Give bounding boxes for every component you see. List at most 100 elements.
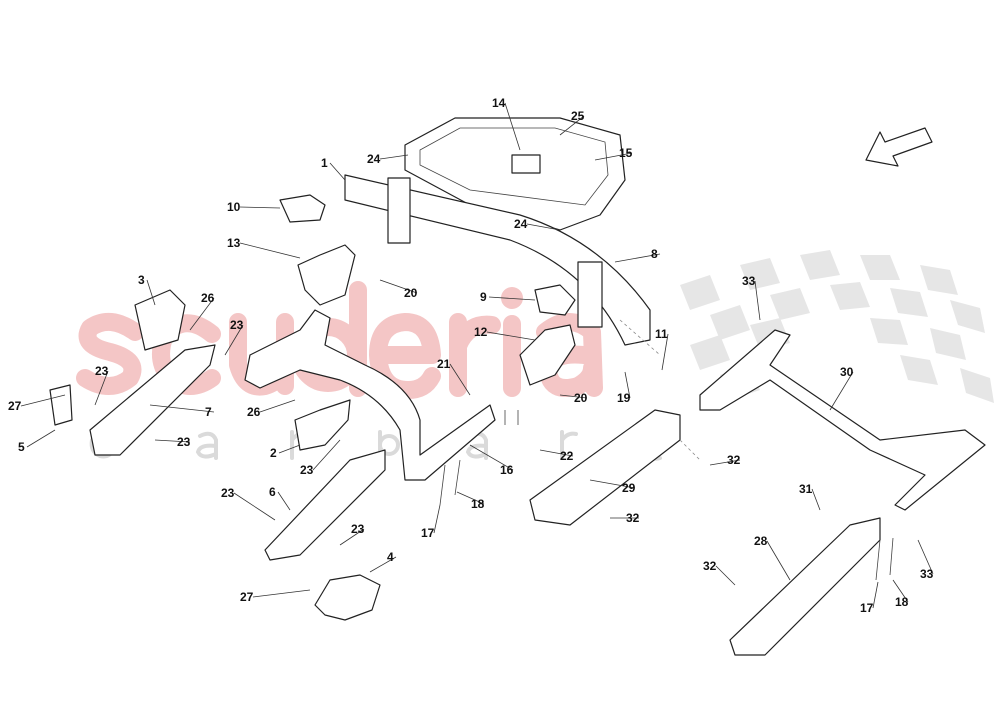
part-9-bracket xyxy=(534,284,576,316)
callout-label-23[interactable]: 23 xyxy=(221,486,235,500)
callout-leader-line xyxy=(624,371,631,399)
callout-label-2[interactable]: 2 xyxy=(270,446,277,460)
callout-leader-line xyxy=(252,589,311,598)
part-5-plate xyxy=(49,384,73,426)
callout-leader-line xyxy=(146,279,156,306)
callout-label-33[interactable]: 33 xyxy=(742,274,756,288)
part-4-bracket xyxy=(314,574,381,621)
callout-label-30[interactable]: 30 xyxy=(840,365,854,379)
callout-leader-line xyxy=(559,394,588,399)
callout-leader-line xyxy=(526,223,561,231)
callout-leader-line xyxy=(872,581,879,609)
callout-label-1[interactable]: 1 xyxy=(321,156,328,170)
callout-label-23[interactable]: 23 xyxy=(300,463,314,477)
callout-leader-line xyxy=(661,333,669,371)
callout-leader-line xyxy=(259,399,296,413)
callout-label-23[interactable]: 23 xyxy=(177,435,191,449)
part-15-rear-frame xyxy=(404,117,626,231)
callout-label-6[interactable]: 6 xyxy=(269,485,276,499)
callout-leader-line xyxy=(20,394,66,407)
callout-label-27[interactable]: 27 xyxy=(8,399,22,413)
callout-label-24[interactable]: 24 xyxy=(514,217,528,231)
part-1-crossbeam xyxy=(344,174,651,346)
part-28-rail xyxy=(729,517,881,656)
callout-leader-line xyxy=(239,242,301,259)
callout-leader-line xyxy=(715,565,736,586)
callout-label-5[interactable]: 5 xyxy=(18,440,25,454)
callout-label-11[interactable]: 11 xyxy=(655,327,668,341)
callout-leader-line xyxy=(594,152,633,161)
callout-leader-line xyxy=(339,528,365,546)
callout-label-26[interactable]: 26 xyxy=(247,405,261,419)
part-10-bracket xyxy=(279,194,326,223)
callout-label-4[interactable]: 4 xyxy=(387,550,394,564)
callout-leader-line xyxy=(369,556,397,573)
callouts: 1 10 13 3 26 23 23 7 27 5 23 26 2 23 6 23 23 4 27 14 25 15 24 2… xyxy=(8,96,934,615)
callout-leader-line xyxy=(379,279,418,294)
callout-label-29[interactable]: 29 xyxy=(622,481,636,495)
callout-label-15[interactable]: 15 xyxy=(619,146,633,160)
callout-label-20[interactable]: 20 xyxy=(404,286,418,300)
callout-leader-line xyxy=(277,491,291,511)
callout-label-28[interactable]: 28 xyxy=(754,534,768,548)
callout-label-20[interactable]: 20 xyxy=(574,391,588,405)
callout-label-10[interactable]: 10 xyxy=(227,200,241,214)
callout-leader-line xyxy=(486,331,536,341)
callout-label-8[interactable]: 8 xyxy=(651,247,658,261)
callout-leader-line xyxy=(766,540,791,581)
callout-label-18[interactable]: 18 xyxy=(895,595,909,609)
callout-label-12[interactable]: 12 xyxy=(474,325,488,339)
part-30-crossmember xyxy=(699,329,986,511)
callout-leader-line xyxy=(379,154,409,160)
callout-label-22[interactable]: 22 xyxy=(560,449,574,463)
callout-leader-line xyxy=(224,324,244,356)
callout-label-32[interactable]: 32 xyxy=(703,559,717,573)
callout-label-7[interactable]: 7 xyxy=(205,405,212,419)
part-12-bracket xyxy=(519,324,576,386)
callout-label-23[interactable]: 23 xyxy=(95,364,109,378)
watermark-brand-logo xyxy=(76,281,603,399)
callout-label-9[interactable]: 9 xyxy=(480,290,487,304)
part-2-plate xyxy=(294,399,351,451)
callout-label-17[interactable]: 17 xyxy=(421,526,435,540)
callout-label-32[interactable]: 32 xyxy=(626,511,640,525)
callout-leader-line xyxy=(433,504,441,534)
callout-leader-line xyxy=(559,115,585,136)
callout-leader-line xyxy=(811,488,821,511)
callout-leader-line xyxy=(589,479,636,489)
callout-label-16[interactable]: 16 xyxy=(500,463,514,477)
callout-label-23[interactable]: 23 xyxy=(351,522,365,536)
callout-label-32[interactable]: 32 xyxy=(727,453,741,467)
part-16-subframe xyxy=(244,309,496,481)
callout-label-33[interactable]: 33 xyxy=(920,567,934,581)
callout-leader-line xyxy=(456,491,485,505)
callout-label-13[interactable]: 13 xyxy=(227,236,241,250)
callout-leader-line xyxy=(26,429,56,448)
callout-leader-line xyxy=(488,296,536,301)
callout-label-21[interactable]: 21 xyxy=(437,357,451,371)
callout-label-14[interactable]: 14 xyxy=(492,96,506,110)
callout-leader-line xyxy=(917,539,934,575)
callout-leader-line xyxy=(709,459,741,466)
callout-label-19[interactable]: 19 xyxy=(617,391,631,405)
part-29-rail xyxy=(529,409,681,526)
callout-label-25[interactable]: 25 xyxy=(571,109,585,123)
part-3-plate xyxy=(134,289,186,351)
callout-label-18[interactable]: 18 xyxy=(471,497,485,511)
callout-leader-line xyxy=(469,444,514,471)
callout-label-23[interactable]: 23 xyxy=(230,318,244,332)
callout-label-24[interactable]: 24 xyxy=(367,152,381,166)
callout-leader-line xyxy=(539,449,574,457)
callout-label-27[interactable]: 27 xyxy=(240,590,254,604)
callout-label-26[interactable]: 26 xyxy=(201,291,215,305)
callout-label-17[interactable]: 17 xyxy=(860,601,874,615)
callout-leader-line xyxy=(154,439,191,443)
part-13-bracket xyxy=(297,244,356,306)
callout-leader-line xyxy=(449,363,471,396)
callout-label-3[interactable]: 3 xyxy=(138,273,145,287)
callout-leader-line xyxy=(149,404,215,413)
callout-label-31[interactable]: 31 xyxy=(799,482,813,496)
callout-leader-line xyxy=(754,280,761,321)
